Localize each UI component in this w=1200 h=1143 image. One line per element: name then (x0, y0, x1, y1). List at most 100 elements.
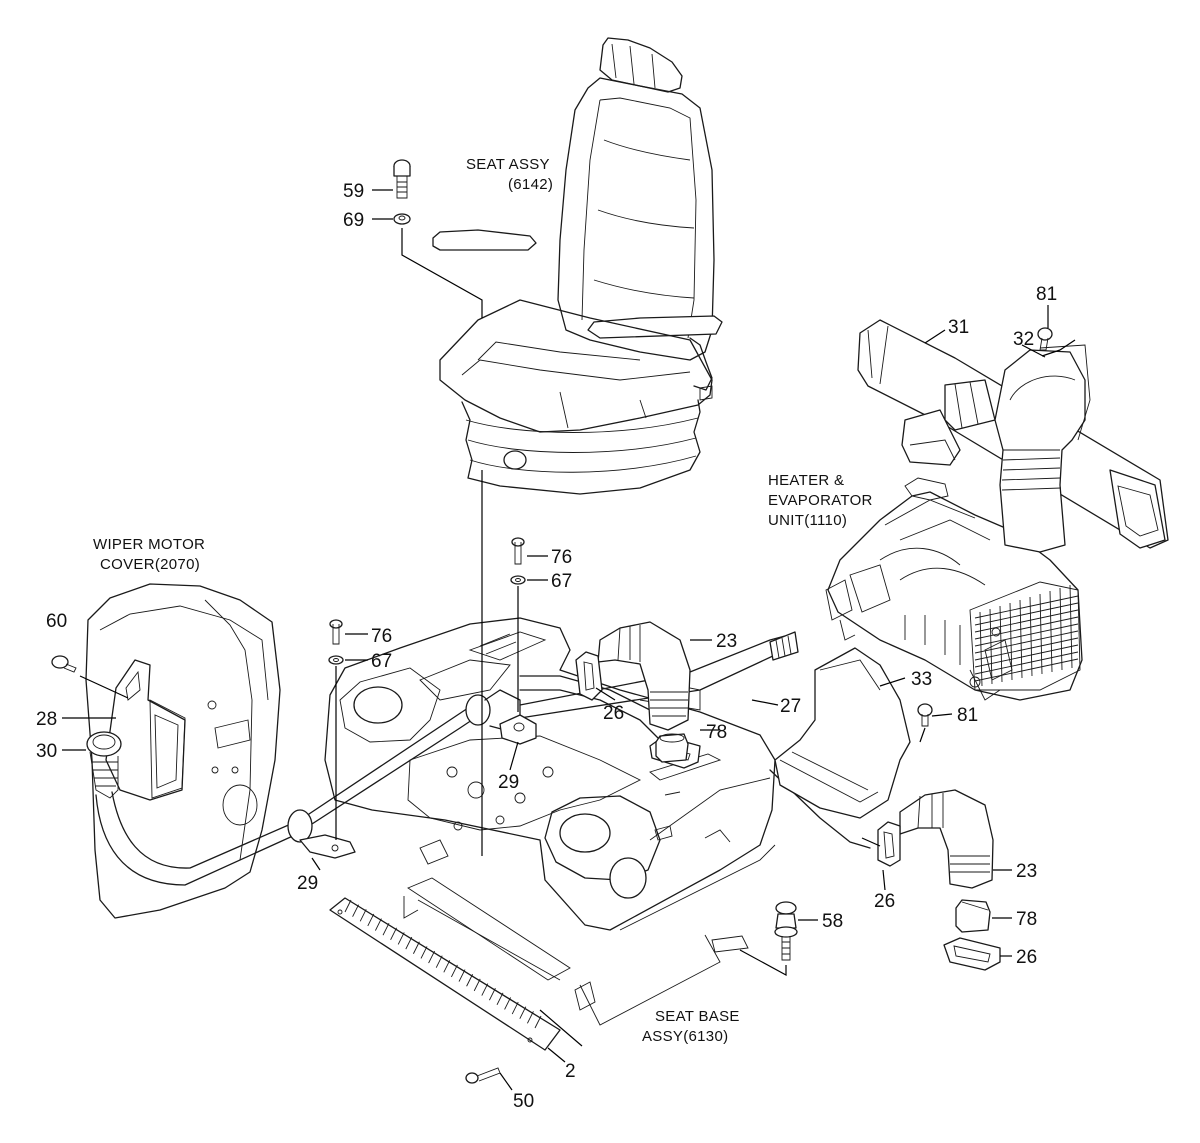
callout-67-center: 67 (551, 571, 572, 592)
part-67-washer-a (328, 655, 344, 665)
part-81-screw-a (1037, 327, 1053, 351)
part-76-bolt-b (511, 537, 525, 565)
seat-assy-label: SEAT ASSY (466, 156, 550, 173)
seat-assy-code: (6142) (508, 176, 553, 193)
wiper-motor-cover (85, 583, 281, 919)
part-23-hose-lower (899, 789, 994, 889)
callout-26-upper: 26 (603, 703, 624, 724)
duct-33 (774, 647, 911, 819)
grille-slot (466, 974, 474, 987)
grille-slot (359, 909, 367, 922)
grille-slot (488, 987, 496, 1001)
part-26-clip-a (575, 651, 603, 701)
heater-label-line2: EVAPORATOR (768, 492, 873, 509)
grille-slot (534, 1015, 542, 1029)
assembly-guide-lines (79, 228, 1076, 1047)
assembly-labels: SEAT ASSY (6142) HEATER & EVAPORATOR UNI… (93, 156, 873, 1045)
heater-mesh-line (999, 605, 1003, 683)
heater-mesh-line (974, 658, 1079, 682)
grille-slot (443, 960, 451, 973)
callout-67-left: 67 (371, 651, 392, 672)
part-60-screw (51, 655, 77, 673)
grille-part-2 (329, 897, 561, 1051)
heater-mesh-line (1049, 590, 1053, 673)
callout-27: 27 (780, 696, 801, 717)
callout-23-lower: 23 (1016, 861, 1037, 882)
heater-mesh-line (974, 595, 1079, 619)
callout-76-center: 76 (551, 547, 572, 568)
duct-pipe-27 (95, 631, 871, 886)
grille-slot (367, 913, 375, 927)
part-76-bolt-a (329, 619, 343, 645)
callout-leaders (62, 189, 1049, 1091)
heater-mesh-line (1019, 599, 1023, 679)
heater-mesh-line (979, 611, 983, 687)
callout-26-lower: 26 (1016, 947, 1037, 968)
callout-2: 2 (565, 1061, 576, 1082)
wiper-cover-label-line2: COVER(2070) (100, 556, 200, 573)
callout-69: 69 (343, 210, 364, 231)
heater-evaporator-unit (825, 477, 1083, 701)
grille-slot (473, 978, 481, 992)
part-50-screw (465, 1067, 501, 1084)
heater-label-line3: UNIT(1110) (768, 512, 847, 529)
grille-slot (405, 936, 413, 950)
grille-slot (519, 1006, 527, 1019)
callout-23-upper: 23 (716, 631, 737, 652)
grille-slot (428, 950, 436, 964)
part-58-bolt (774, 901, 798, 961)
part-23-hose-upper (597, 621, 691, 731)
heater-mesh-line (1039, 593, 1043, 675)
heater-label-line1: HEATER & (768, 472, 844, 489)
part-78-block-upper (655, 733, 689, 763)
part-26-clip-b (877, 821, 901, 867)
grille-slot (382, 922, 390, 936)
callout-58: 58 (822, 911, 843, 932)
part-69-washer (393, 213, 411, 225)
grille-slot (435, 955, 443, 968)
callout-78-upper: 78 (706, 722, 727, 743)
heater-mesh-line (1069, 584, 1073, 669)
part-29-clamps (299, 714, 537, 859)
callout-31: 31 (948, 317, 969, 338)
grille-slot (504, 997, 512, 1010)
part-78-block-lower (955, 899, 991, 933)
heater-mesh-line (974, 651, 1079, 675)
callout-29-center: 29 (498, 772, 519, 793)
seat-base-label-line2: ASSY(6130) (642, 1028, 728, 1045)
callout-28: 28 (36, 709, 57, 730)
callout-76-left: 76 (371, 626, 392, 647)
callout-32: 32 (1013, 329, 1034, 350)
grille-slot (481, 983, 489, 996)
part-26-ring-lower (943, 937, 1001, 971)
grille-slot (420, 946, 428, 959)
grille-slot (412, 941, 420, 954)
heater-mesh-line (1059, 587, 1063, 671)
callout-81-top: 81 (1036, 284, 1057, 305)
part-28-bracket (105, 659, 186, 801)
grille-slot (511, 1001, 519, 1015)
grille-slot (450, 964, 458, 978)
heater-mesh-line (974, 644, 1079, 668)
grille-slot (390, 927, 398, 941)
callout-78-lower: 78 (1016, 909, 1037, 930)
grille-slot (458, 969, 466, 982)
heater-mesh-line (1029, 596, 1033, 677)
grille-slot (352, 904, 360, 917)
callout-60: 60 (46, 611, 67, 632)
callout-29-left: 29 (297, 873, 318, 894)
grille-slot (526, 1011, 534, 1024)
part-67-washer-b (510, 575, 526, 585)
heater-mesh-line (974, 637, 1079, 661)
callout-26-middle: 26 (874, 891, 895, 912)
part-59-bolt (393, 159, 411, 199)
seat-base-label-line1: SEAT BASE (655, 1008, 740, 1025)
wiper-cover-label-line1: WIPER MOTOR (93, 536, 205, 553)
callout-50: 50 (513, 1091, 534, 1112)
grille-slot (496, 992, 504, 1006)
part-81-screw-b (917, 703, 933, 727)
grille-slot (344, 899, 352, 913)
grille-slot (374, 918, 382, 931)
callout-59: 59 (343, 181, 364, 202)
